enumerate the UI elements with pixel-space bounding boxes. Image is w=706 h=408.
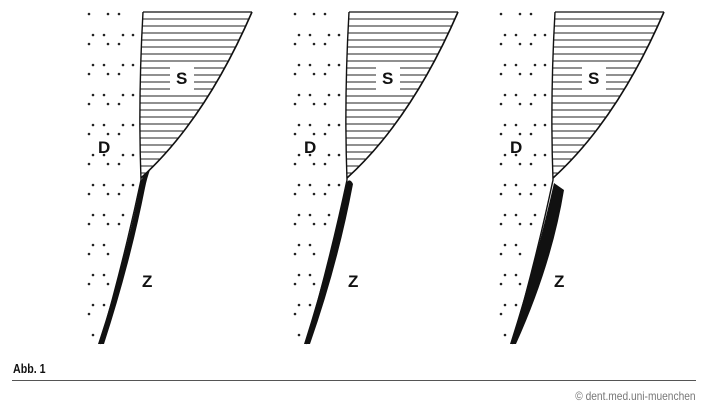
space-label-mask	[376, 66, 400, 90]
space-outer-boundary	[140, 11, 253, 179]
dentin-dots	[499, 12, 547, 337]
caption-divider	[12, 380, 696, 381]
dentin-label: D	[304, 138, 316, 157]
space-outer-boundary	[552, 11, 665, 179]
zone-label: Z	[554, 272, 564, 291]
space-label: S	[382, 69, 393, 88]
thick-layer	[510, 183, 564, 344]
dentin-dots	[293, 12, 341, 337]
space-label-mask	[582, 66, 606, 90]
space-label-mask	[170, 66, 194, 90]
zone-label: Z	[348, 272, 358, 291]
thick-layer	[98, 170, 150, 344]
dentin-label: D	[510, 138, 522, 157]
space-label: S	[588, 69, 599, 88]
dentin-label: D	[98, 138, 110, 157]
dentin-surface-line	[305, 11, 350, 345]
panel-2: D S Z	[293, 11, 459, 345]
dentin-dots	[87, 12, 135, 337]
zone-label: Z	[142, 272, 152, 291]
space-label: S	[176, 69, 187, 88]
dentin-surface-line	[99, 11, 144, 345]
panel-3: D S Z	[499, 11, 665, 345]
panel-1: D S Z	[87, 11, 253, 345]
thick-layer	[304, 180, 353, 344]
copyright-notice: © dent.med.uni-muenchen	[575, 389, 696, 403]
figure-caption: Abb. 1	[13, 361, 46, 376]
space-outer-boundary	[346, 11, 459, 179]
